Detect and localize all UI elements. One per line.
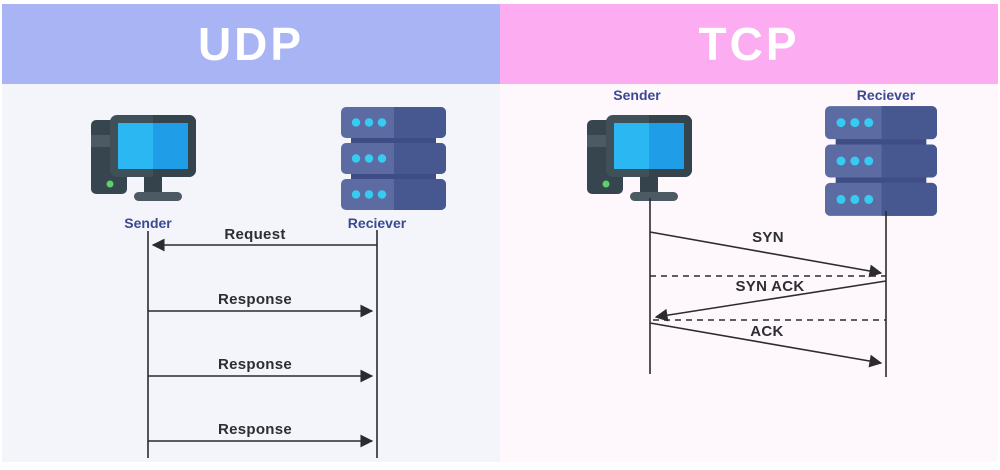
monitor-base (630, 192, 678, 201)
tcp-receiver-label: Reciever (856, 87, 916, 103)
computer-power-led (106, 180, 114, 188)
server-slab (341, 179, 446, 210)
udp-response-label-3: Response (217, 421, 293, 438)
udp-panel: UDP (2, 4, 500, 462)
tcp-sender-label: Sender (613, 87, 661, 103)
monitor-base (134, 192, 182, 201)
monitor-screen-left (118, 123, 153, 169)
tcp-panel: TCP (500, 4, 998, 462)
server-slab (341, 143, 446, 174)
monitor-screen-left (614, 123, 649, 169)
tcp-ack-label: ACK (750, 323, 784, 340)
tcp-receiver-server-icon (825, 106, 937, 216)
udp-receiver-server-icon (341, 107, 446, 210)
udp-title: UDP (197, 18, 305, 70)
udp-response-label-2: Response (217, 356, 293, 373)
udp-receiver-label: Reciever (347, 215, 407, 231)
server-slab (825, 106, 937, 140)
udp-sender-computer-icon (88, 112, 200, 202)
server-slab (825, 182, 937, 216)
tcp-title: TCP (698, 18, 800, 70)
server-slab (825, 144, 937, 178)
udp-header: UDP (2, 4, 500, 84)
tcp-sender-computer-icon (584, 112, 696, 202)
tcp-syn-label: SYN (752, 229, 784, 246)
tcp-header: TCP (500, 4, 998, 84)
udp-response-label-1: Response (217, 291, 293, 308)
server-slab (341, 107, 446, 138)
monitor-screen-right (649, 123, 684, 169)
udp-request-label: Request (224, 226, 286, 243)
monitor-screen-right (153, 123, 188, 169)
tcp-syn-ack-label: SYN ACK (735, 278, 805, 295)
monitor-neck (144, 177, 162, 192)
monitor-neck (640, 177, 658, 192)
computer-power-led (602, 180, 610, 188)
udp-sender-label: Sender (124, 215, 172, 231)
